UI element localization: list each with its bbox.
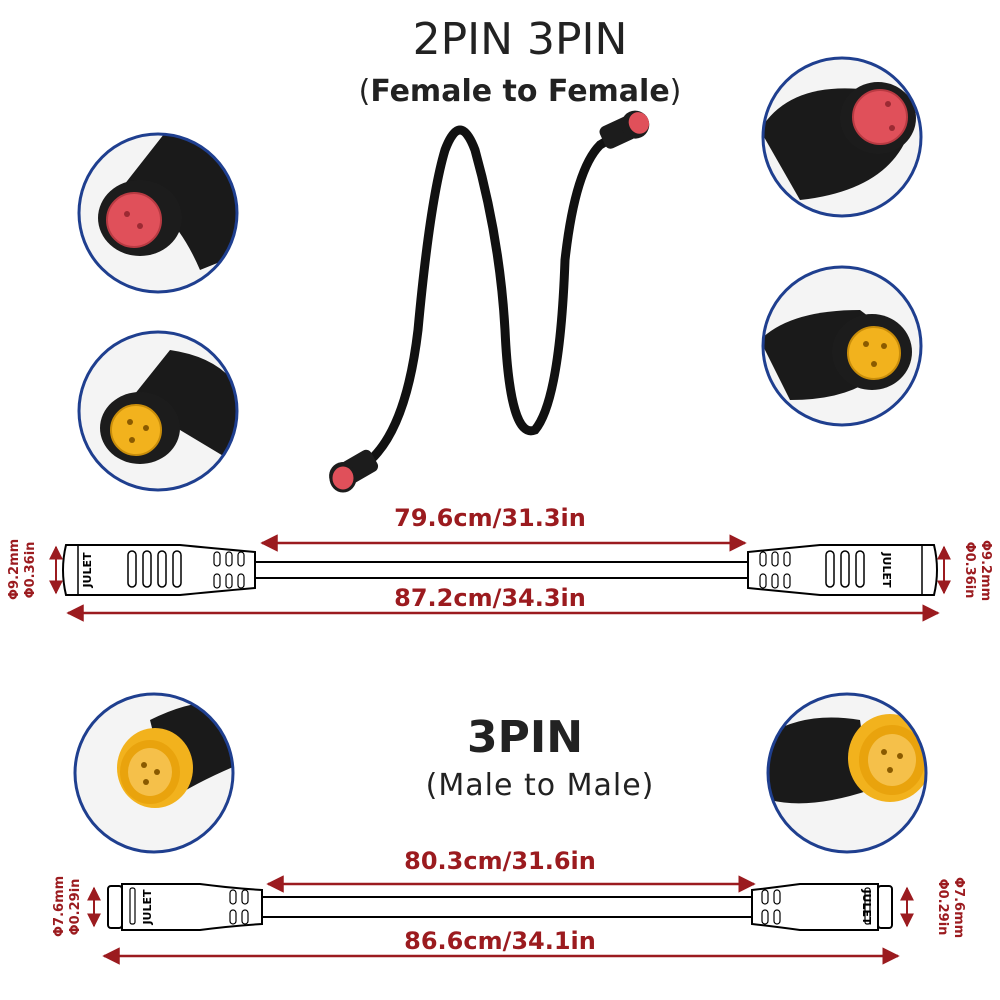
bottom-brand-right: JULET — [860, 889, 873, 925]
top-brand-left: JULET — [81, 552, 94, 588]
bottom-subtitle: (Male to Male) — [425, 768, 655, 803]
top-subtitle: (Female to Female) — [330, 70, 710, 114]
bottom-diameter-left-inch: Φ0.29in — [68, 877, 85, 937]
detail-circle-yellow-male-left — [73, 692, 235, 854]
top-subtitle-close: ) — [669, 74, 682, 109]
bottom-inner-length: 80.3cm/31.6in — [404, 847, 596, 875]
bottom-diameter-left-mm: Φ7.6mm — [52, 875, 67, 937]
bottom-total-length: 86.6cm/34.1in — [404, 927, 596, 955]
detail-circle-yellow-female-right — [761, 265, 923, 427]
cable-drawing-female — [49, 534, 951, 622]
bottom-diameter-left-in: Φ0.29in — [68, 878, 83, 936]
top-diameter-left-inch: Φ0.36in — [23, 540, 40, 600]
detail-circle-red-female-right — [761, 56, 923, 218]
bottom-diameter-right-mm: Φ7.6mm — [951, 877, 966, 939]
bottom-brand-left: JULET — [141, 889, 154, 925]
top-diameter-right-mm: Φ9.2mm — [978, 540, 993, 602]
detail-circle-yellow-female-left — [77, 330, 239, 492]
cable-drawing-male — [87, 875, 914, 965]
bottom-diameter-left: Φ7.6mm — [52, 875, 69, 937]
detail-circle-red-female-left — [77, 132, 239, 294]
bottom-diameter-right-inch: Φ0.29in — [933, 877, 950, 937]
top-diameter-left-mm: Φ9.2mm — [7, 538, 22, 600]
top-diameter-right: Φ9.2mm — [976, 540, 993, 602]
top-diameter-right-in: Φ0.36in — [962, 541, 977, 599]
bottom-diameter-right-in: Φ0.29in — [935, 878, 950, 936]
top-total-length: 87.2cm/34.3in — [394, 584, 586, 612]
top-diameter-left-in: Φ0.36in — [23, 541, 38, 599]
detail-circle-yellow-male-right — [766, 692, 928, 854]
coiled-cable-photo — [329, 110, 650, 493]
top-title: 2PIN 3PIN — [412, 14, 628, 65]
top-subtitle-bold: Female to Female — [370, 74, 670, 109]
top-brand-right: JULET — [880, 552, 893, 588]
top-diameter-right-inch: Φ0.36in — [960, 540, 977, 600]
top-diameter-left: Φ9.2mm — [7, 538, 24, 600]
top-subtitle-open: ( — [358, 74, 371, 109]
bottom-title: 3PIN — [466, 712, 584, 763]
bottom-diameter-right: Φ7.6mm — [949, 877, 966, 939]
top-inner-length: 79.6cm/31.3in — [394, 504, 586, 532]
